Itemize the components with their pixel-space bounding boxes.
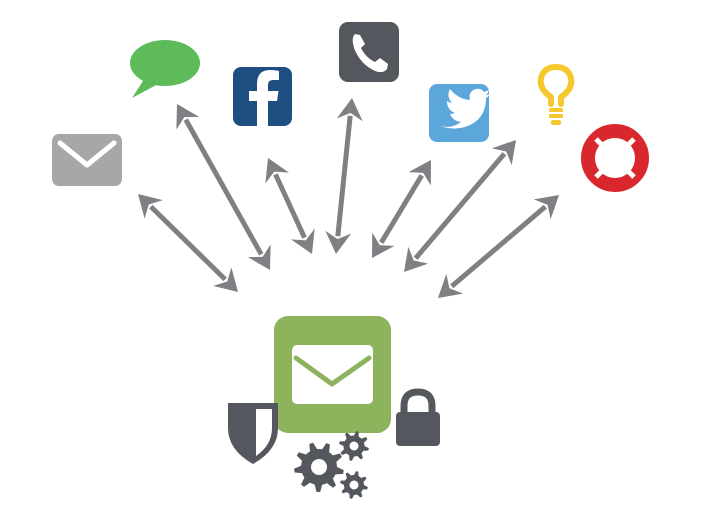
connector-arrow [372, 160, 431, 258]
phone-icon [339, 22, 399, 82]
connector-arrow [265, 158, 315, 254]
hub-mail-icon [274, 316, 391, 433]
connector-arrow [438, 195, 559, 298]
connector-arrow [138, 194, 238, 292]
lifebuoy-icon [581, 124, 649, 192]
connector-arrow [325, 98, 363, 254]
email-icon [52, 134, 122, 186]
gears-icon [294, 431, 369, 499]
twitter-icon [429, 84, 490, 142]
connector-arrow [404, 140, 516, 272]
facebook-icon [233, 67, 292, 126]
connector-arrow [176, 104, 271, 270]
lightbulb-icon [537, 64, 575, 125]
padlock-icon [396, 388, 440, 446]
connector-arrows [138, 98, 559, 298]
shield-icon [228, 403, 278, 464]
speech-bubble-icon [130, 40, 200, 98]
